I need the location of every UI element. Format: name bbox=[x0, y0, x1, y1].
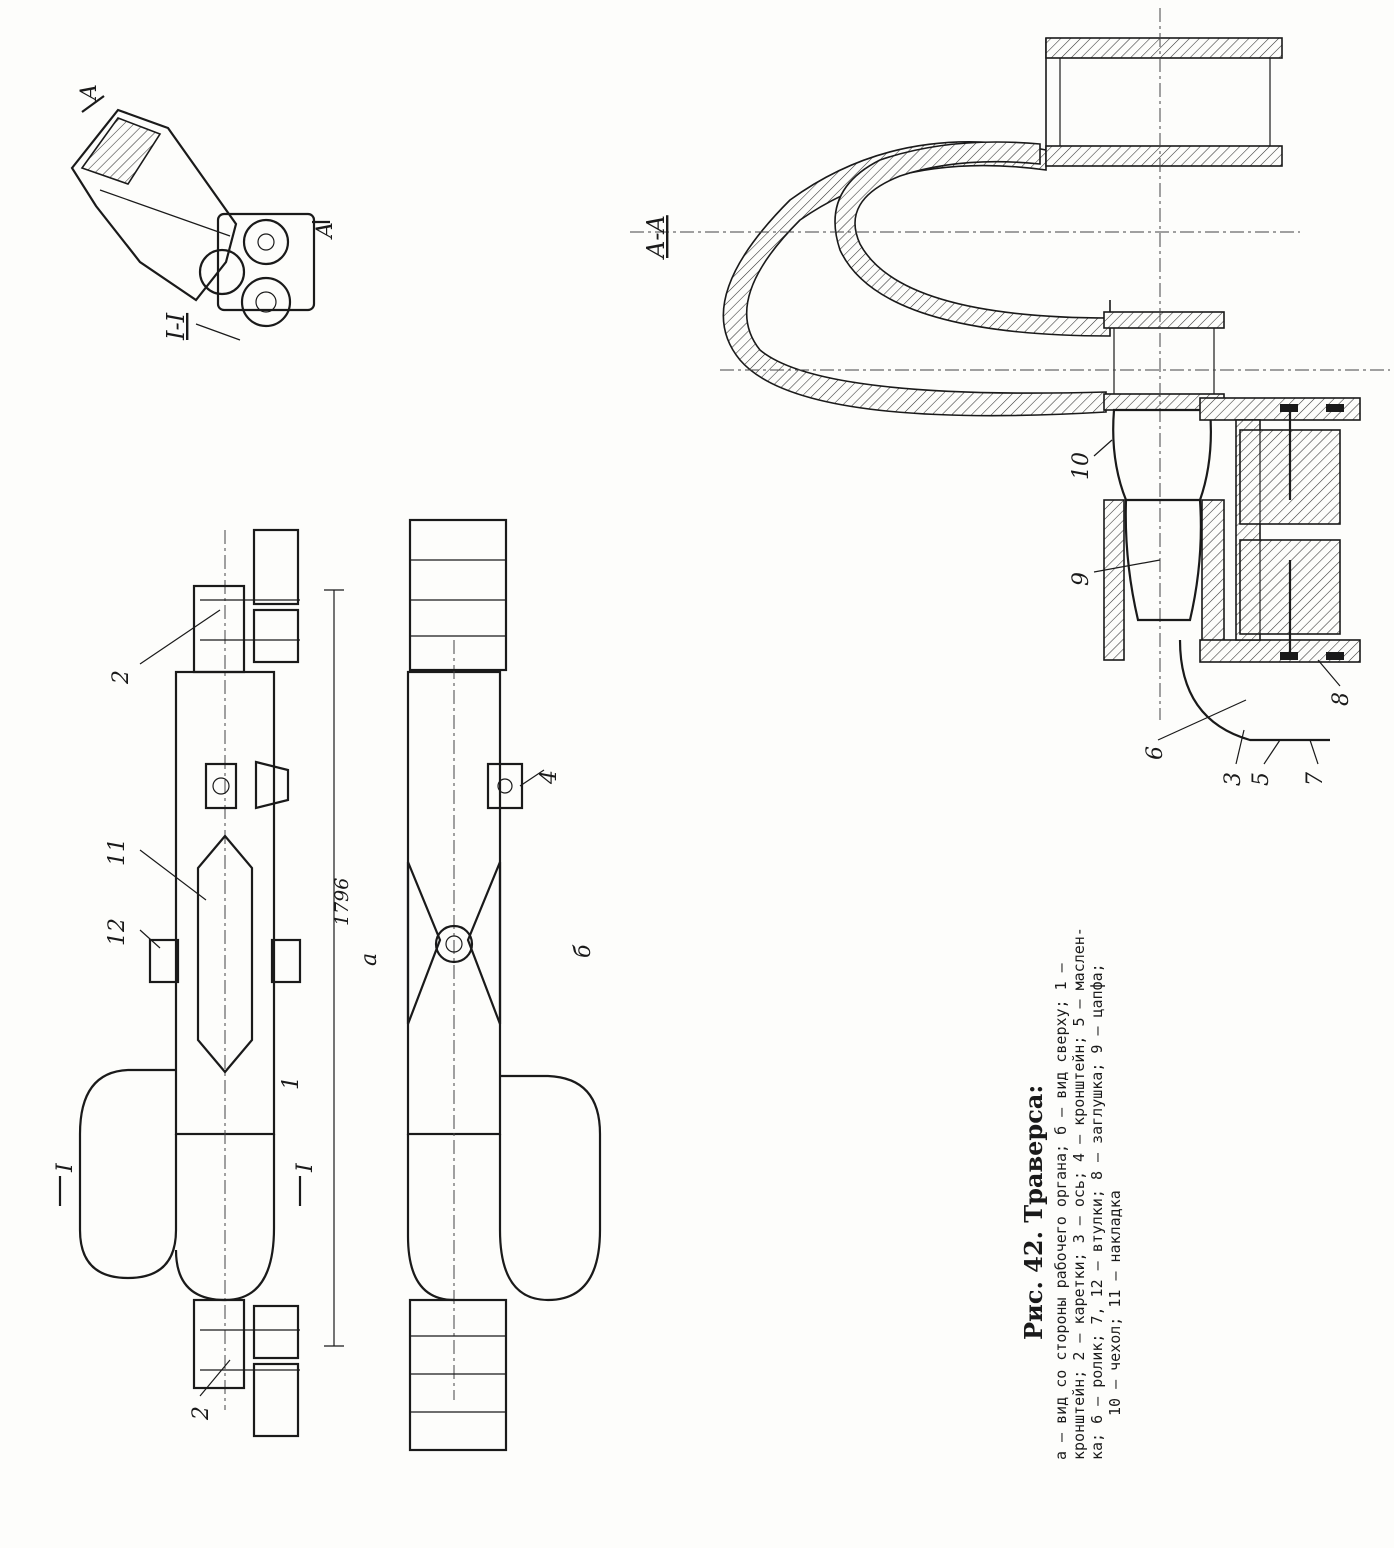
caption-title: Рис. 42. Траверса: bbox=[1019, 1085, 1048, 1340]
callout-11: 11 bbox=[105, 838, 130, 866]
callout-2-top: 2 bbox=[109, 670, 134, 685]
callout-4: 4 bbox=[537, 770, 562, 785]
callout-10: 10 bbox=[1069, 452, 1094, 480]
view-a-elevation: 1796 I I а bbox=[53, 528, 382, 1438]
section-aa-title: A-A bbox=[642, 215, 670, 260]
figure-caption: Рис. 42. Траверса: а — вид со стороны ра… bbox=[1019, 927, 1124, 1460]
callout-12: 12 bbox=[105, 918, 130, 946]
caption-line-1: а — вид со стороны рабочего органа; б — … bbox=[1052, 962, 1070, 1460]
caption-line-4: 10 — чехол; 11 — накладка bbox=[1106, 1190, 1124, 1416]
cut-marker-a-top: A bbox=[77, 84, 102, 102]
caption-line-2: кронштейн; 2 — каретки; 3 — ось; 4 — кро… bbox=[1070, 927, 1088, 1460]
dimension-length: 1796 bbox=[331, 878, 353, 926]
cut-marker-a-bottom: A bbox=[313, 222, 338, 240]
callout-1: 1 bbox=[279, 1076, 304, 1090]
section-aa-view: A-A bbox=[630, 8, 1390, 765]
callout-7: 7 bbox=[1303, 772, 1328, 786]
callout-8: 8 bbox=[1329, 692, 1354, 706]
cut-marker-i-right: I bbox=[293, 1162, 318, 1173]
section-i-view: I-I A A bbox=[70, 84, 338, 341]
callout-9: 9 bbox=[1069, 572, 1094, 586]
view-b-label: б bbox=[571, 944, 596, 958]
view-a-label: а bbox=[357, 953, 382, 966]
callout-6: 6 bbox=[1143, 746, 1168, 760]
section-i-title: I-I bbox=[162, 312, 190, 341]
cut-marker-i-left: I bbox=[53, 1162, 78, 1173]
callout-5: 5 bbox=[1249, 772, 1274, 786]
view-b-top-view: б bbox=[406, 518, 602, 1452]
callout-numbers: 1 2 2 11 12 4 3 5 6 7 8 9 10 bbox=[105, 452, 1354, 1421]
callout-2-bottom: 2 bbox=[189, 1406, 214, 1421]
callout-3: 3 bbox=[1221, 772, 1246, 786]
caption-line-3: ка; 6 — ролик; 7, 12 — втулки; 8 — заглу… bbox=[1088, 963, 1106, 1460]
